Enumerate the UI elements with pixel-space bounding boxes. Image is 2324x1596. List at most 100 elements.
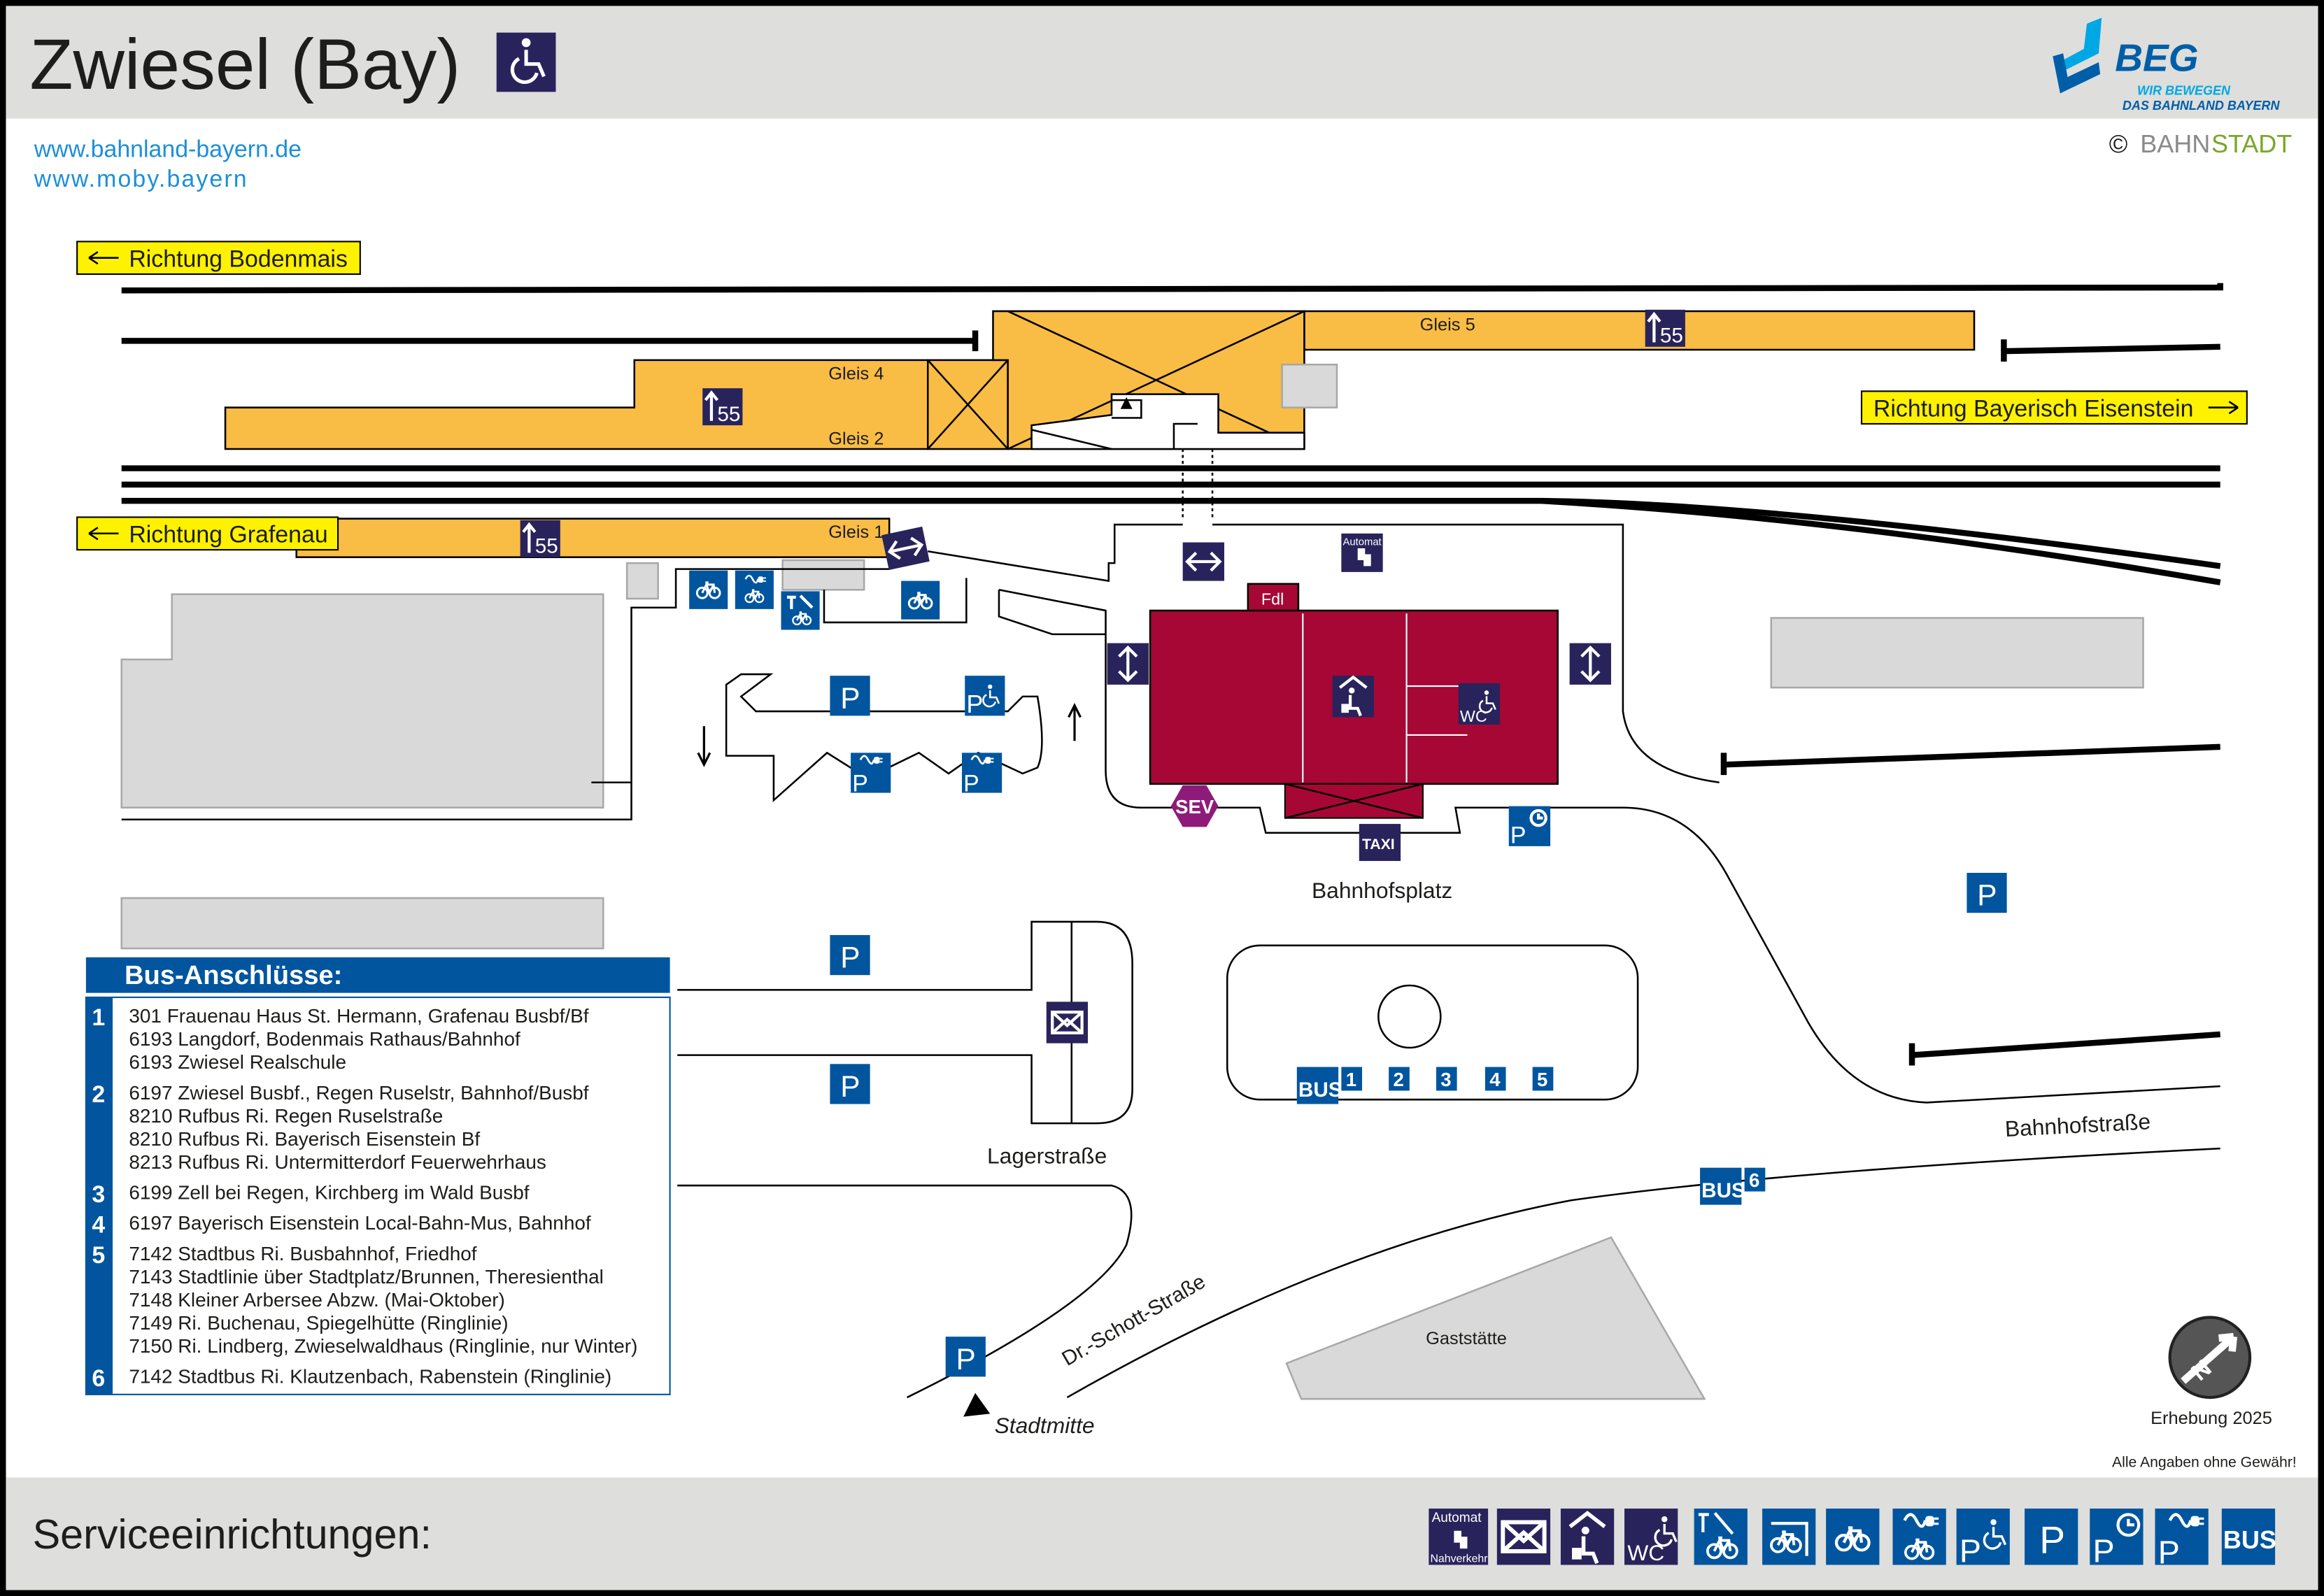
bus-line: 7150 Ri. Lindberg, Zwieselwaldhaus (Ring… xyxy=(129,1335,637,1357)
bus-line: 6197 Bayerisch Eisenstein Local-Bahn-Mus… xyxy=(129,1212,591,1234)
mailbox-icon xyxy=(1496,1508,1551,1565)
shelter xyxy=(1281,363,1338,408)
svg-text:6: 6 xyxy=(1749,1169,1759,1191)
direction-eisenstein: Richtung Bayerisch Eisenstein xyxy=(1860,390,2248,425)
entrance-arrow-icon xyxy=(1107,643,1149,685)
beg-logo: BEG WIR BEWEGEN DAS BAHNLAND BAYERN xyxy=(2053,17,2281,113)
bus-stop-number: 4 xyxy=(92,1211,105,1238)
accessible-parking-icon: P xyxy=(965,676,1005,718)
svg-text:P: P xyxy=(966,690,983,718)
waiting-room-icon xyxy=(1560,1508,1615,1565)
bus-line: 7143 Stadtlinie über Stadtplatz/Brunnen,… xyxy=(129,1266,604,1288)
bike-shelter xyxy=(781,559,865,591)
label-lagerstrasse: Lagerstraße xyxy=(987,1143,1107,1168)
svg-text:P: P xyxy=(1960,1532,1981,1569)
gaststaette: Gaststätte xyxy=(1285,1236,1706,1400)
covered-bike-parking-icon xyxy=(1762,1508,1816,1565)
link-bahnland[interactable]: www.bahnland-bayern.de xyxy=(34,136,302,163)
platform-gleis-5: Gleis 5 xyxy=(1303,310,1976,351)
overpass-structure xyxy=(926,310,1305,519)
bus-line: 7148 Kleiner Arbersee Abzw. (Mai-Oktober… xyxy=(129,1289,505,1311)
bus-line: 8213 Rufbus Ri. Untermitterdorf Feuerweh… xyxy=(129,1151,546,1173)
direction-bodenmais: Richtung Bodenmais xyxy=(76,241,361,276)
parking-icon: P xyxy=(1967,873,2007,913)
header-band xyxy=(6,6,2318,119)
building-southwest xyxy=(120,897,604,950)
wheelchair-icon xyxy=(496,32,556,92)
svg-text:55: 55 xyxy=(717,403,740,426)
waiting-room-icon xyxy=(1332,676,1374,717)
svg-text:Richtung Bodenmais: Richtung Bodenmais xyxy=(129,245,348,272)
svg-text:Automat: Automat xyxy=(1342,537,1382,548)
svg-text:DAS BAHNLAND BAYERN: DAS BAHNLAND BAYERN xyxy=(2123,99,2281,113)
svg-text:P: P xyxy=(956,1343,976,1376)
svg-text:P: P xyxy=(840,682,860,715)
svg-text:©: © xyxy=(2109,129,2128,158)
label-bahnhofsplatz: Bahnhofsplatz xyxy=(1312,878,1452,903)
short-term-parking-icon: P xyxy=(1508,806,1551,849)
svg-text:BUS: BUS xyxy=(2223,1525,2276,1554)
ev-charging-parking-icon: P xyxy=(2155,1508,2209,1570)
parking-icon: P xyxy=(830,1064,870,1104)
svg-text:P: P xyxy=(852,770,868,797)
platform-height-badge: 55 xyxy=(1645,309,1685,347)
bus-line: 6193 Langdorf, Bodenmais Rathaus/Bahnhof xyxy=(129,1028,520,1050)
crossing-arrow-icon xyxy=(1182,542,1224,581)
svg-text:P: P xyxy=(1977,879,1997,912)
bus-stop-3: 3 xyxy=(1436,1067,1457,1091)
bus-stop-number: 1 xyxy=(92,1004,105,1031)
svg-text:4: 4 xyxy=(1489,1069,1501,1090)
north-arrow-icon: N xyxy=(2168,1316,2252,1399)
bahnstadt-copyright: © BAHN STADT xyxy=(2109,129,2293,158)
bus-stop-number: 2 xyxy=(92,1081,105,1108)
paths xyxy=(121,523,2220,1399)
accessible-wc-icon: WC xyxy=(1458,683,1501,725)
bus-stop-number: 6 xyxy=(92,1365,105,1392)
svg-text:WIR BEWEGEN: WIR BEWEGEN xyxy=(2137,84,2231,98)
link-moby[interactable]: www.moby.bayern xyxy=(34,166,248,192)
svg-text:P: P xyxy=(2092,1532,2114,1569)
small-shelter xyxy=(625,562,659,600)
bus-stop-number: 3 xyxy=(92,1181,105,1208)
survey-year: Erhebung 2025 xyxy=(2151,1409,2272,1428)
svg-text:P: P xyxy=(840,941,860,974)
station-title: Zwiesel (Bay) xyxy=(29,24,460,104)
platform-gleis-1: Gleis 1 xyxy=(295,518,891,558)
direction-triangle-icon xyxy=(963,1392,991,1417)
svg-text:BAHN: BAHN xyxy=(2140,129,2210,158)
platform-height-badge: 55 xyxy=(520,520,560,557)
parking-icon: P xyxy=(945,1337,986,1377)
building-east xyxy=(1770,617,2144,689)
svg-text:TAXI: TAXI xyxy=(1362,836,1395,853)
svg-text:P: P xyxy=(963,770,979,797)
svg-text:Richtung Grafenau: Richtung Grafenau xyxy=(129,521,327,548)
svg-text:STADT: STADT xyxy=(2211,129,2292,158)
bus-stop-number: 5 xyxy=(92,1242,105,1269)
svg-text:BUS: BUS xyxy=(1701,1179,1745,1202)
building-west xyxy=(120,593,604,809)
mailbox-icon xyxy=(1046,1002,1089,1043)
svg-text:P: P xyxy=(840,1070,860,1103)
parking-icon: P xyxy=(830,934,870,976)
svg-text:Gleis 4: Gleis 4 xyxy=(828,364,884,383)
svg-text:2: 2 xyxy=(1394,1069,1404,1090)
covered-bike-parking-icon xyxy=(689,570,728,609)
ticket-machine-icon: Automat xyxy=(1341,533,1383,572)
svg-text:Gaststätte: Gaststätte xyxy=(1426,1329,1507,1348)
short-term-parking-icon: P xyxy=(2090,1508,2144,1569)
fdl-label: Fdl xyxy=(1261,590,1284,608)
parking-icon: P xyxy=(2025,1508,2078,1565)
bus-line: 7142 Stadtbus Ri. Busbahnhof, Friedhof xyxy=(129,1243,476,1264)
svg-text:Automat: Automat xyxy=(1432,1511,1482,1525)
taxi-stand: TAXI xyxy=(1359,824,1401,862)
svg-text:55: 55 xyxy=(1660,324,1683,347)
footer-title: Serviceeinrichtungen: xyxy=(33,1511,432,1558)
e-bike-charging-icon xyxy=(1892,1508,1946,1565)
svg-text:Gleis 5: Gleis 5 xyxy=(1420,315,1475,335)
bus-icon: BUS xyxy=(2221,1508,2276,1565)
disclaimer: Alle Angaben ohne Gewähr! xyxy=(2112,1455,2297,1471)
